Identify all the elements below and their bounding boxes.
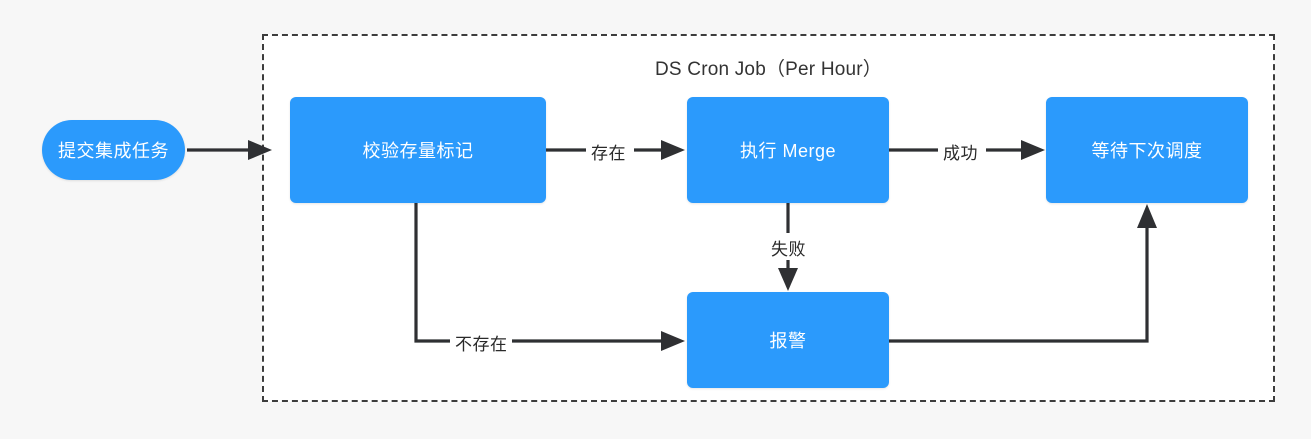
node-submit-task[interactable]: 提交集成任务	[42, 120, 185, 180]
node-verify-stock-mark[interactable]: 校验存量标记	[290, 97, 546, 203]
edge-label-exists: 存在	[588, 139, 629, 164]
cron-job-group-title: DS Cron Job（Per Hour）	[655, 59, 882, 80]
edge-label-not-exists: 不存在	[452, 330, 511, 355]
node-wait-next-schedule[interactable]: 等待下次调度	[1046, 97, 1248, 203]
edge-submit-to-check	[187, 140, 272, 160]
edge-label-success: 成功	[940, 139, 981, 164]
node-alarm[interactable]: 报警	[687, 292, 889, 388]
node-execute-merge[interactable]: 执行 Merge	[687, 97, 889, 203]
edge-label-failure: 失败	[768, 235, 809, 260]
